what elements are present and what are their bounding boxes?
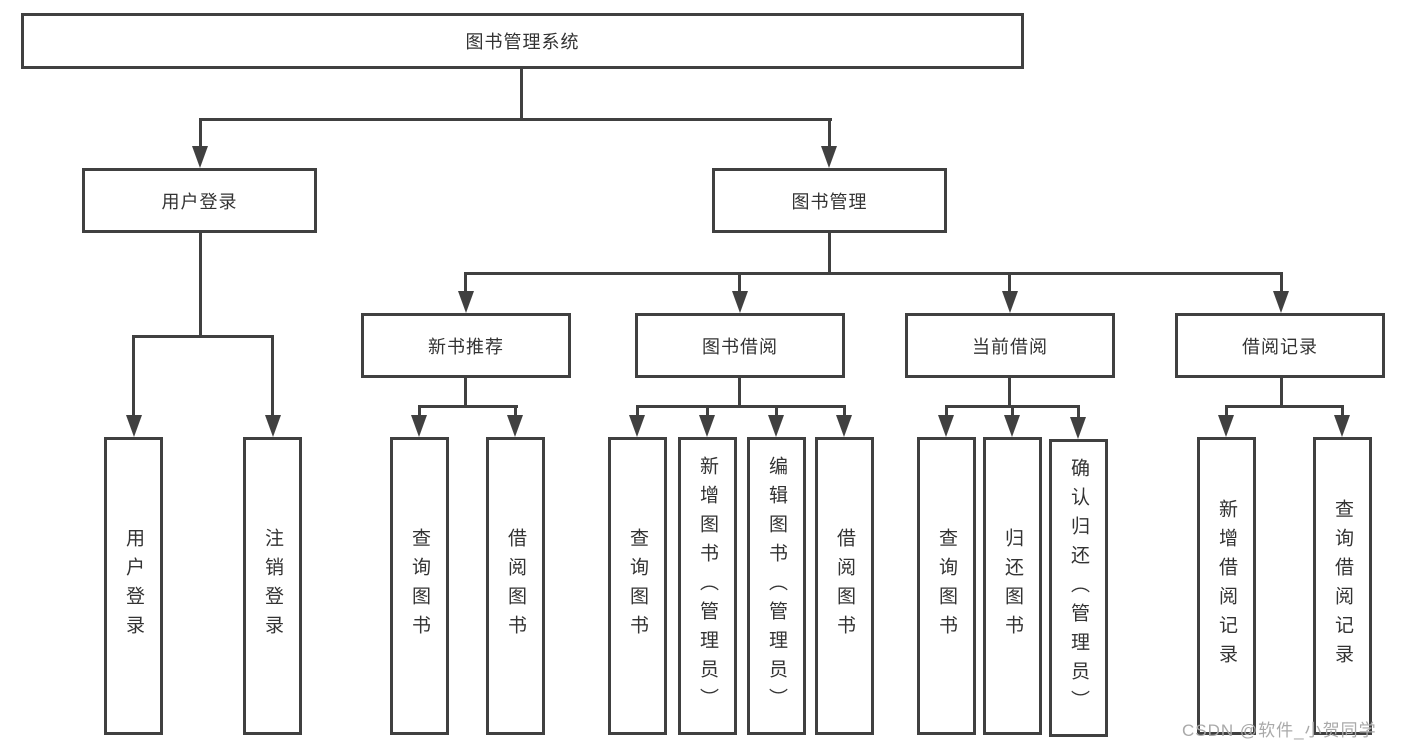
- node-logout-leaf-label: 注销登录: [262, 528, 283, 644]
- node-user-login-leaf: 用户登录: [104, 437, 163, 735]
- node-logout-leaf: 注销登录: [243, 437, 302, 735]
- connector-line: [828, 118, 831, 150]
- node-query-books-3: 查询图书: [917, 437, 976, 735]
- node-query-borrow-record-label: 查询借阅记录: [1332, 499, 1353, 673]
- connector-line: [271, 335, 274, 417]
- node-library-system-label: 图书管理系统: [465, 32, 580, 52]
- node-add-borrow-record-label: 新增借阅记录: [1216, 499, 1237, 673]
- connector-arrowhead: [1002, 291, 1018, 313]
- connector-line: [132, 335, 274, 338]
- node-book-management: 图书管理: [712, 168, 947, 233]
- connector-line: [1008, 272, 1011, 294]
- connector-line: [1008, 378, 1011, 408]
- connector-arrowhead: [458, 291, 474, 313]
- node-edit-books-admin: 编辑图书（管理员）: [747, 437, 806, 735]
- connector-arrowhead: [265, 415, 281, 437]
- node-return-books: 归还图书: [983, 437, 1042, 735]
- connector-line: [418, 405, 421, 417]
- node-current-borrowing: 当前借阅: [905, 313, 1115, 378]
- node-book-borrowing: 图书借阅: [635, 313, 845, 378]
- connector-line: [520, 69, 523, 118]
- connector-line: [464, 378, 467, 408]
- connector-line: [828, 233, 831, 275]
- connector-arrowhead: [836, 415, 852, 437]
- node-book-management-label: 图书管理: [791, 191, 868, 212]
- node-add-books-admin-label: 新增图书（管理员）: [697, 455, 718, 717]
- connector-arrowhead: [768, 415, 784, 437]
- connector-arrowhead: [699, 415, 715, 437]
- node-query-books-3-label: 查询图书: [936, 528, 957, 644]
- connector-arrowhead: [411, 415, 427, 437]
- connector-arrowhead: [126, 415, 142, 437]
- node-add-borrow-record: 新增借阅记录: [1197, 437, 1256, 735]
- connector-line: [1225, 405, 1228, 417]
- connector-arrowhead: [821, 146, 837, 168]
- connector-line: [636, 405, 846, 408]
- connector-line: [199, 233, 202, 335]
- connector-arrowhead: [507, 415, 523, 437]
- node-edit-books-admin-label: 编辑图书（管理员）: [766, 455, 787, 717]
- connector-arrowhead: [1334, 415, 1350, 437]
- node-confirm-return-admin: 确认归还（管理员）: [1049, 439, 1108, 737]
- connector-arrowhead: [629, 415, 645, 437]
- connector-arrowhead: [1273, 291, 1289, 313]
- node-user-login: 用户登录: [82, 168, 317, 233]
- node-query-books-2-label: 查询图书: [627, 528, 648, 644]
- connector-line: [738, 272, 741, 294]
- node-query-borrow-record: 查询借阅记录: [1313, 437, 1372, 735]
- connector-line: [1280, 378, 1283, 408]
- node-borrow-books-2-label: 借阅图书: [834, 528, 855, 644]
- connector-line: [418, 405, 518, 408]
- node-current-borrowing-label: 当前借阅: [972, 336, 1048, 357]
- connector-line: [1280, 272, 1283, 294]
- node-add-books-admin: 新增图书（管理员）: [678, 437, 737, 735]
- node-borrow-books-2: 借阅图书: [815, 437, 874, 735]
- node-borrowing-records-label: 借阅记录: [1242, 336, 1318, 357]
- connector-line: [464, 272, 467, 294]
- connector-line: [706, 405, 709, 417]
- connector-arrowhead: [192, 146, 208, 168]
- connector-line: [132, 335, 135, 417]
- connector-line: [1011, 405, 1014, 417]
- csdn-watermark: CSDN @软件_小贺同学: [1182, 721, 1377, 740]
- node-query-books-2: 查询图书: [608, 437, 667, 735]
- connector-line: [738, 378, 741, 408]
- node-query-books-1-label: 查询图书: [409, 528, 430, 644]
- node-borrowing-records: 借阅记录: [1175, 313, 1385, 378]
- connector-arrowhead: [1070, 417, 1086, 439]
- node-borrow-books-1: 借阅图书: [486, 437, 545, 735]
- connector-arrowhead: [1218, 415, 1234, 437]
- node-return-books-label: 归还图书: [1002, 528, 1023, 644]
- connector-line: [464, 272, 1283, 275]
- connector-arrowhead: [938, 415, 954, 437]
- node-user-login-leaf-label: 用户登录: [123, 528, 144, 644]
- connector-line: [199, 118, 202, 150]
- connector-line: [945, 405, 948, 417]
- node-library-system: 图书管理系统: [21, 13, 1024, 69]
- connector-line: [843, 405, 846, 417]
- node-query-books-1: 查询图书: [390, 437, 449, 735]
- node-new-book-recommend-label: 新书推荐: [428, 336, 504, 357]
- connector-line: [636, 405, 639, 417]
- connector-line: [1077, 405, 1080, 417]
- connector-line: [1341, 405, 1344, 417]
- node-new-book-recommend: 新书推荐: [361, 313, 571, 378]
- node-user-login-label: 用户登录: [161, 191, 238, 212]
- connector-line: [775, 405, 778, 417]
- connector-line: [514, 405, 517, 417]
- connector-line: [199, 118, 832, 121]
- connector-arrowhead: [1004, 415, 1020, 437]
- connector-line: [1225, 405, 1344, 408]
- node-book-borrowing-label: 图书借阅: [702, 336, 778, 357]
- node-borrow-books-1-label: 借阅图书: [505, 528, 526, 644]
- connector-arrowhead: [732, 291, 748, 313]
- node-confirm-return-admin-label: 确认归还（管理员）: [1068, 457, 1089, 719]
